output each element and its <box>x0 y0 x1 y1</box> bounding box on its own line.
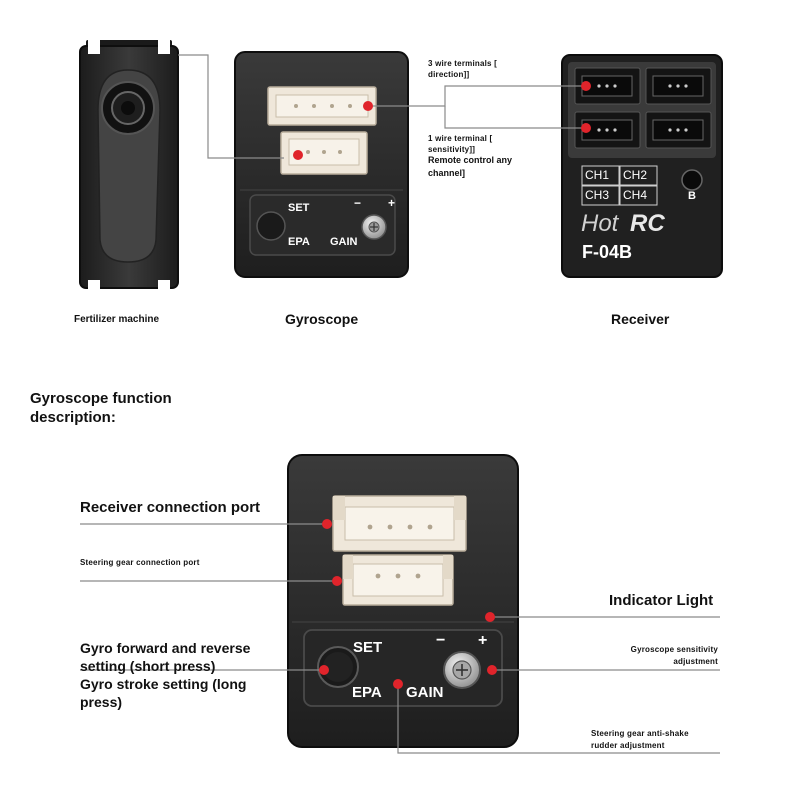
large-set-label: SET <box>353 639 383 656</box>
small-gain-label: GAIN <box>330 236 358 248</box>
gyro-mode-line1: Gyro forward and reverse <box>80 640 251 656</box>
top-wiring-lines <box>178 54 586 159</box>
receiver-ch4: CH4 <box>623 188 648 202</box>
bottom-markers <box>319 519 497 689</box>
top-markers <box>293 81 591 160</box>
receiver-ch2: CH2 <box>623 168 648 182</box>
callout-1wire-line4: channel] <box>428 168 466 178</box>
antishake-line1: Steering gear anti-shake <box>591 729 689 738</box>
large-gain-label: GAIN <box>406 684 444 701</box>
callout-1wire-line2: sensitivity]] <box>428 145 476 154</box>
receiver-port-label: Receiver connection port <box>80 499 261 516</box>
callout-1wire-line1: 1 wire terminal [ <box>428 134 493 143</box>
callout-1wire-line3: Remote control any <box>428 155 513 165</box>
bottom-leader-lines <box>80 523 720 754</box>
receiver-model: F-04B <box>582 242 633 262</box>
gyroscope-device-large <box>287 454 519 748</box>
receiver-brand-rc: RC <box>630 210 665 237</box>
steering-port-label: Steering gear connection port <box>80 558 200 567</box>
gyro-mode-line4: press) <box>80 694 123 710</box>
receiver-bind-label: B <box>688 190 696 202</box>
gyroscope-device-small <box>234 51 409 278</box>
receiver-device <box>561 54 723 278</box>
servo-label: Fertilizer machine <box>74 314 160 325</box>
large-epa-label: EPA <box>352 684 382 701</box>
servo-device <box>79 40 179 294</box>
callout-3wire-line2: direction]] <box>428 70 470 79</box>
gyro-mode-line3: Gyro stroke setting (long <box>80 676 247 692</box>
small-plus-label: + <box>388 196 396 210</box>
receiver-ch1: CH1 <box>585 168 610 182</box>
function-heading-line2: description: <box>30 409 116 426</box>
sensitivity-line1: Gyroscope sensitivity <box>630 645 718 654</box>
sensitivity-line2: adjustment <box>673 657 718 666</box>
gyroscope-label: Gyroscope <box>285 311 359 327</box>
receiver-ch3: CH3 <box>585 188 610 202</box>
indicator-light-label: Indicator Light <box>609 592 714 609</box>
callout-3wire-line1: 3 wire terminals [ <box>428 59 497 68</box>
large-plus-label: + <box>478 632 488 649</box>
function-heading-line1: Gyroscope function <box>30 390 172 407</box>
small-set-label: SET <box>288 202 310 214</box>
receiver-brand-hot: Hot <box>581 210 619 237</box>
large-minus-label: − <box>436 632 446 649</box>
small-epa-label: EPA <box>288 236 310 248</box>
antishake-line2: rudder adjustment <box>591 741 665 750</box>
small-minus-label: − <box>354 196 362 210</box>
gyro-mode-line2: setting (short press) <box>80 658 216 674</box>
receiver-label: Receiver <box>611 311 670 327</box>
